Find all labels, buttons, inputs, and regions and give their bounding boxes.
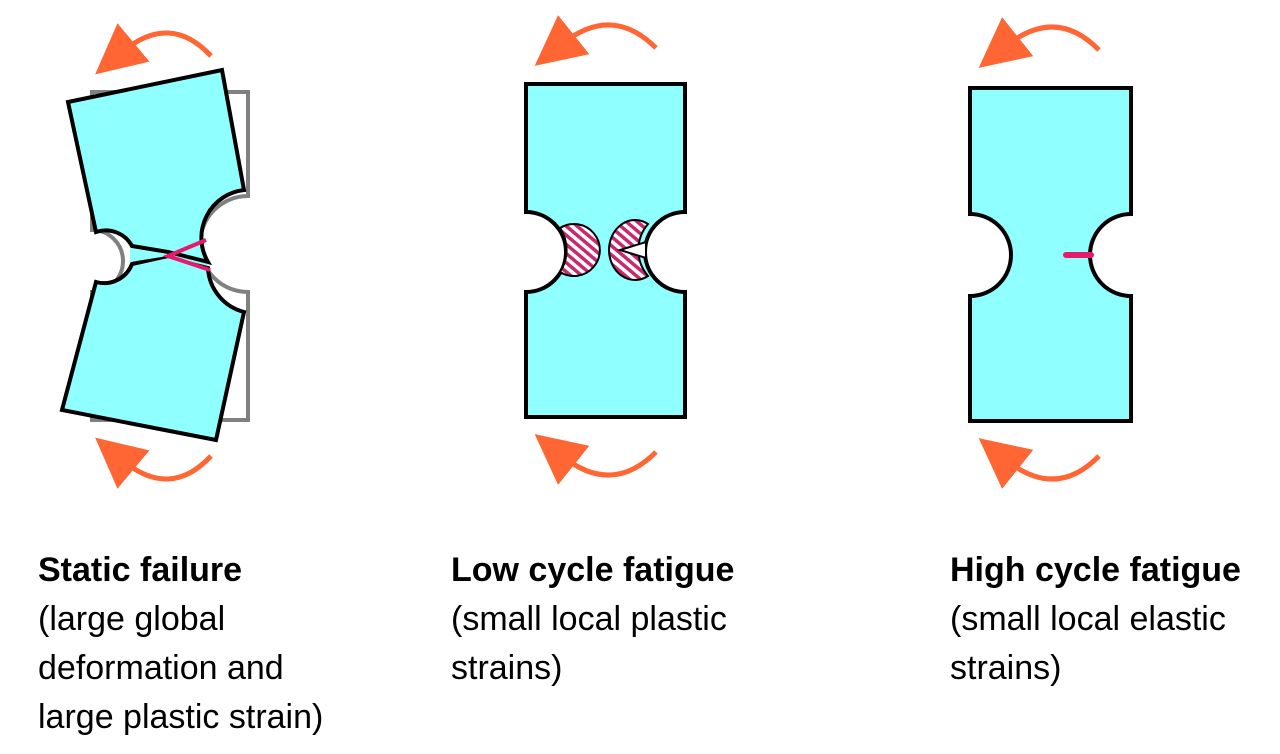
caption-title: High cycle fatigue: [950, 551, 1241, 589]
specimen-body: [968, 86, 1133, 423]
caption-title: Static failure: [38, 551, 243, 589]
curved-arrow-icon: [534, 434, 658, 485]
specimen-body: [524, 82, 687, 419]
curved-arrow-icon: [978, 17, 1101, 68]
caption-description: (large global deformation and large plas…: [38, 600, 324, 736]
caption-description: (small local plastic strains): [451, 600, 727, 687]
caption-description: (small local elastic strains): [950, 600, 1226, 687]
curved-arrow-icon: [95, 23, 213, 75]
curved-arrow-icon: [534, 15, 658, 66]
undeformed-outline: [90, 90, 250, 422]
low-cycle-fatigue-specimen: [524, 82, 687, 419]
curved-arrow-icon: [95, 437, 213, 489]
caption-title: Low cycle fatigue: [451, 551, 735, 589]
caption-low-cycle-fatigue: Low cycle fatigue (small local plastic s…: [451, 546, 781, 693]
caption-static-failure: Static failure (large global deformation…: [38, 546, 368, 742]
caption-high-cycle-fatigue: High cycle fatigue (small local elastic …: [950, 546, 1280, 693]
deformed-lower-half: [59, 253, 247, 443]
plastic-zone-hatch: [558, 223, 601, 277]
high-cycle-fatigue-specimen: [968, 86, 1133, 423]
deformed-upper-half: [65, 67, 247, 266]
curved-arrow-icon: [978, 438, 1101, 489]
crack-icon: [616, 240, 647, 260]
crack-icon: [162, 238, 211, 272]
static-failure-specimen: [59, 67, 250, 443]
